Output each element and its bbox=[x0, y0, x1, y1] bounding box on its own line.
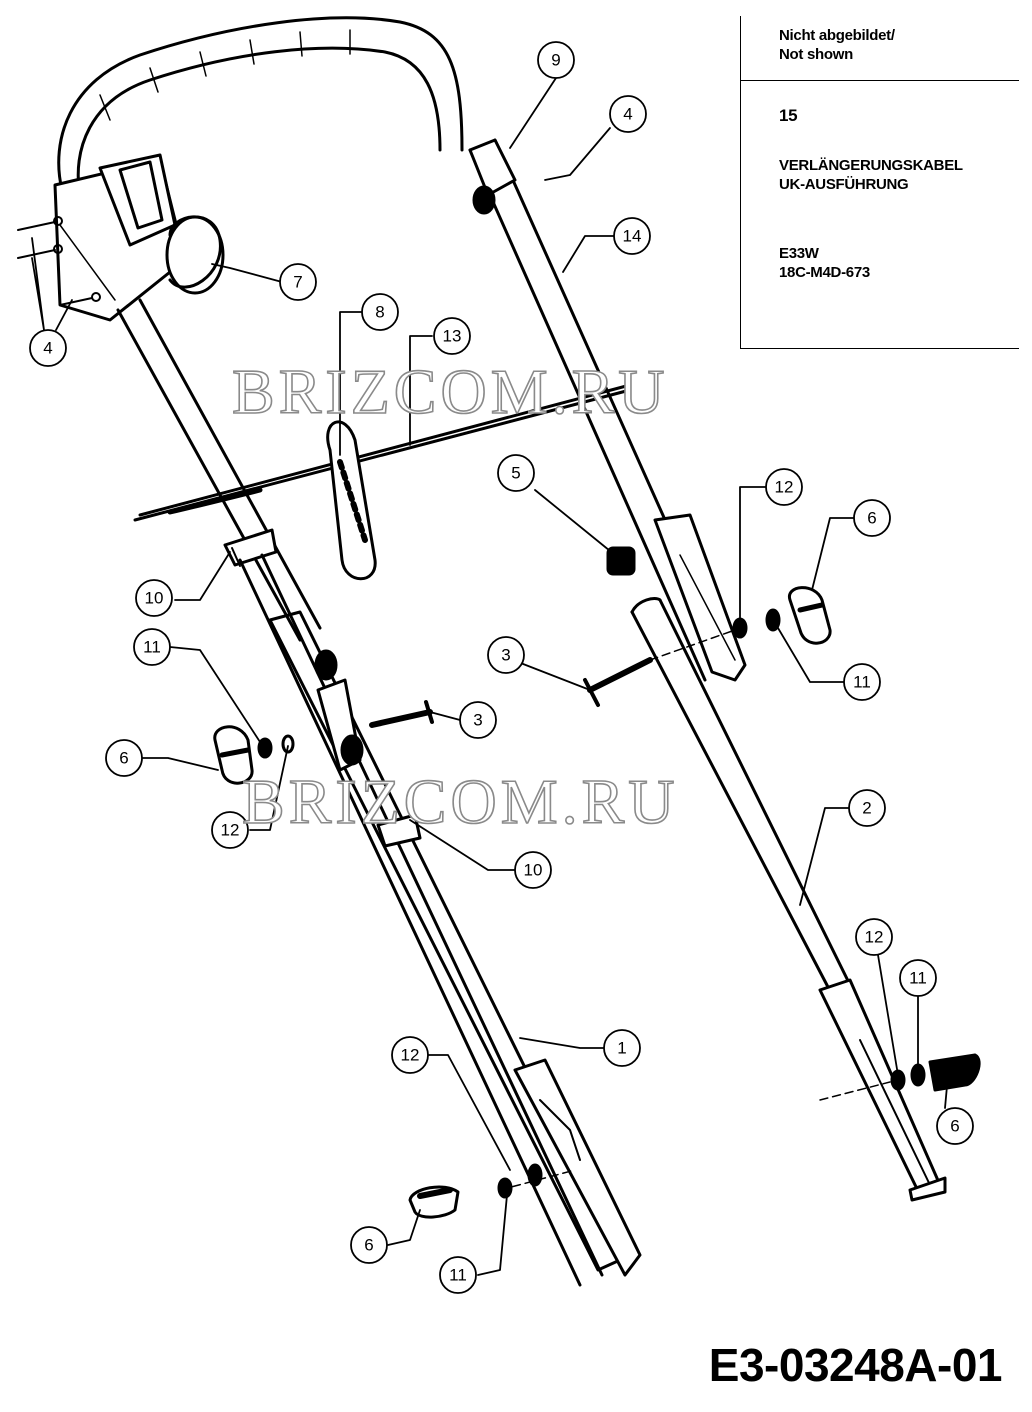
switch-box-screws bbox=[17, 216, 101, 306]
callouts bbox=[29, 41, 974, 1294]
callout-5 bbox=[497, 454, 535, 492]
callout-9 bbox=[537, 41, 575, 79]
washers-and-wing-nuts bbox=[213, 586, 981, 1219]
callout-label-10-lower: 10 bbox=[524, 861, 543, 880]
right-upper-tube bbox=[468, 138, 747, 682]
info-box: Nicht abgebildet/ Not shown 15 VERLÄNGER… bbox=[740, 16, 1019, 349]
cable-guide bbox=[326, 420, 377, 581]
part-number: 15 bbox=[779, 106, 798, 125]
callout-label-4-upper: 4 bbox=[623, 105, 632, 124]
callout-label-11-upper-right: 11 bbox=[853, 673, 871, 692]
callout-12-upper-right bbox=[765, 468, 803, 506]
model-info: E33W 18C-M4D-673 bbox=[779, 244, 870, 282]
callout-11-left bbox=[133, 628, 171, 666]
callout-label-12-upper-right: 12 bbox=[775, 478, 794, 497]
callout-label-11-left: 11 bbox=[143, 638, 161, 657]
callout-label-7: 7 bbox=[293, 273, 302, 292]
callout-label-12-lower-left: 12 bbox=[401, 1046, 420, 1065]
callout-label-12-lower-right: 12 bbox=[865, 928, 884, 947]
callout-label-4-left: 4 bbox=[43, 339, 52, 358]
callout-6-left bbox=[105, 739, 143, 777]
callout-label-11-lower-right: 11 bbox=[909, 969, 927, 988]
switch-box bbox=[53, 153, 225, 322]
not-shown-line-en: Not shown bbox=[779, 46, 853, 63]
document-number: E3-03248A-01 bbox=[708, 1339, 1003, 1391]
model-line-2: 18C-M4D-673 bbox=[779, 264, 870, 281]
callout-11-upper-right bbox=[843, 663, 881, 701]
callout-label-8: 8 bbox=[375, 303, 384, 322]
right-lower-tube bbox=[630, 597, 947, 1202]
callout-4-upper bbox=[609, 95, 647, 133]
callout-12-left bbox=[211, 811, 249, 849]
callout-14 bbox=[613, 217, 651, 255]
callout-4-left bbox=[29, 329, 67, 367]
callout-label-3-left: 3 bbox=[473, 711, 482, 730]
callout-6-lower-left bbox=[350, 1226, 388, 1264]
callout-label-14: 14 bbox=[623, 227, 642, 246]
callout-13 bbox=[433, 317, 471, 355]
callout-3-right bbox=[487, 636, 525, 674]
callout-label-10-upper: 10 bbox=[145, 589, 164, 608]
callout-2 bbox=[848, 789, 886, 827]
callout-6-upper-right bbox=[853, 499, 891, 537]
part-name-line-2: UK-AUSFÜHRUNG bbox=[779, 176, 909, 193]
callout-label-1: 1 bbox=[617, 1039, 626, 1058]
callout-1 bbox=[603, 1029, 641, 1067]
not-shown-label: Nicht abgebildet/ Not shown bbox=[779, 26, 895, 64]
callout-label-3-right: 3 bbox=[501, 646, 510, 665]
callout-12-lower-right bbox=[855, 918, 893, 956]
callout-label-2: 2 bbox=[862, 799, 871, 818]
callout-7 bbox=[279, 263, 317, 301]
left-upper-tube bbox=[116, 298, 322, 642]
leader-lines bbox=[31, 77, 949, 1276]
callout-label-9: 9 bbox=[551, 51, 560, 70]
callout-3-left bbox=[459, 701, 497, 739]
callout-8 bbox=[361, 293, 399, 331]
callout-6-lower-right bbox=[936, 1107, 974, 1145]
model-line-1: E33W bbox=[779, 245, 819, 262]
callout-label-6-upper-right: 6 bbox=[867, 509, 876, 528]
callout-label-6-lower-left: 6 bbox=[364, 1236, 373, 1255]
upper-handle bbox=[57, 16, 464, 197]
info-box-separator bbox=[741, 80, 1019, 81]
callout-label-5: 5 bbox=[511, 464, 520, 483]
callout-label-6-left: 6 bbox=[119, 749, 128, 768]
callout-11-lower-right bbox=[899, 959, 937, 997]
cable-rod bbox=[133, 383, 632, 522]
callout-10-lower bbox=[514, 851, 552, 889]
watermark-upper: BRIZCOM.RU bbox=[231, 355, 669, 428]
callout-label-6-lower-right: 6 bbox=[950, 1117, 959, 1136]
part-name-line-1: VERLÄNGERUNGSKABEL bbox=[779, 157, 963, 174]
part-name: VERLÄNGERUNGSKABEL UK-AUSFÜHRUNG bbox=[779, 156, 963, 194]
bolts bbox=[369, 629, 891, 1191]
callout-label-12-left: 12 bbox=[221, 821, 240, 840]
callout-11-lower-left bbox=[439, 1256, 477, 1294]
not-shown-line-de: Nicht abgebildet/ bbox=[779, 27, 895, 44]
callout-12-lower-left bbox=[391, 1036, 429, 1074]
cable-clip-upper bbox=[223, 528, 278, 567]
callout-label-13: 13 bbox=[443, 327, 462, 346]
callout-10-upper bbox=[135, 579, 173, 617]
watermark-lower: BRIZCOM.RU bbox=[241, 765, 679, 838]
callout-label-11-lower-left: 11 bbox=[449, 1266, 467, 1285]
cable-clip-lower bbox=[376, 813, 422, 848]
left-lower-tube bbox=[238, 553, 642, 1287]
